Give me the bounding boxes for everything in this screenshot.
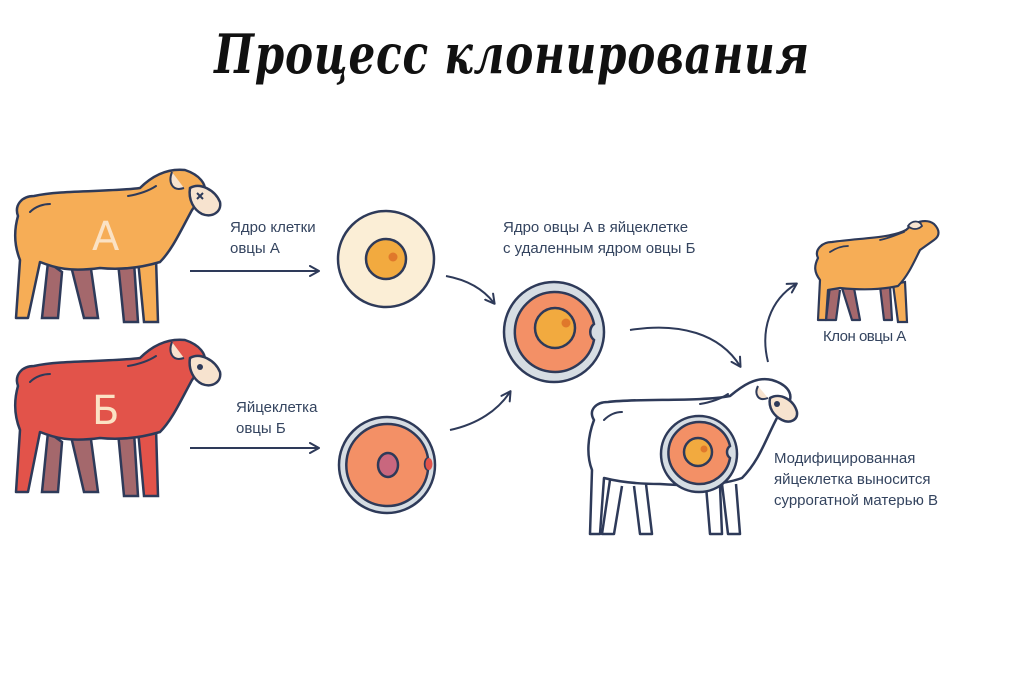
sheep-a-illustration [14, 168, 222, 324]
label-line: яйцеклетка выносится [774, 471, 931, 488]
label-line: Клон овцы А [823, 328, 906, 345]
label-surrogate: Модифицированная яйцеклетка выносится су… [774, 448, 938, 511]
cell-nucleus-a [336, 209, 436, 309]
sheep-b-illustration [14, 338, 222, 498]
arrow-nucleus-to-combined [445, 275, 496, 305]
label-nucleus-a: Ядро клетки овцы А [230, 217, 316, 259]
sheep-b-letter: Б [92, 388, 120, 434]
label-line: Модифицированная [774, 450, 916, 467]
page-title: Процесс клонирования [214, 22, 810, 86]
label-line: Ядро клетки [230, 219, 316, 236]
label-line: овцы Б [236, 420, 286, 437]
sheep-a-letter: А [92, 214, 120, 260]
label-line: овцы А [230, 240, 280, 257]
cell-egg-b [337, 415, 437, 515]
surrogate-sheep-illustration [587, 377, 799, 536]
label-line: Ядро овцы А в яйцеклетке [503, 219, 689, 236]
label-egg-b: Яйцеклетка овцы Б [236, 397, 317, 439]
cell-combined [502, 280, 606, 384]
label-line: с удаленным ядром овцы Б [503, 240, 696, 257]
label-clone: Клон овцы А [823, 326, 906, 347]
clone-sheep-illustration [814, 220, 940, 324]
label-line: суррогатной матерью В [774, 492, 939, 509]
label-line: Яйцеклетка [236, 399, 318, 416]
arrow-surrogate-to-clone [764, 282, 798, 363]
label-combined: Ядро овцы А в яйцеклетке с удаленным ядр… [503, 217, 695, 259]
arrow-combined-to-surrogate [629, 326, 742, 368]
arrow-egg-to-combined [449, 390, 512, 431]
